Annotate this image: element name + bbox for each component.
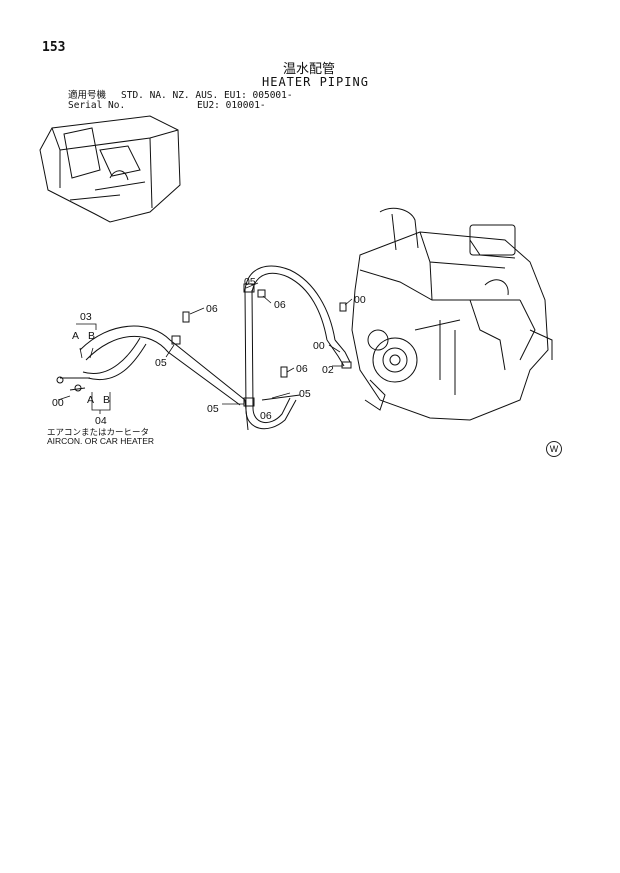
callout-03: 03	[80, 311, 92, 323]
serial-value: EU2: 010001-	[197, 100, 266, 111]
caption-en: AIRCON. OR CAR HEATER	[47, 436, 155, 446]
callout-02: 02	[322, 364, 334, 376]
callout-00-heater: 00	[52, 397, 64, 409]
callout-00-hose: 00	[313, 340, 325, 352]
callout-A-upper: A	[72, 330, 79, 342]
callout-B-upper: B	[88, 330, 95, 342]
callout-05-bottom-left: 05	[207, 403, 219, 415]
heater-hoses	[56, 265, 352, 431]
callout-04: 04	[95, 415, 107, 427]
caption-jp: エアコンまたはカーヒータ	[47, 428, 150, 438]
page-title-jp: 温水配管	[283, 62, 336, 77]
callout-06-right: 06	[296, 363, 308, 375]
machine-overview-sketch	[39, 115, 181, 223]
callout-A-lower: A	[87, 394, 94, 406]
callout-06-bottom: 06	[260, 410, 272, 422]
callout-B-lower: B	[103, 394, 110, 406]
watermark-icon: W	[546, 441, 562, 457]
page-number: 153	[42, 40, 66, 55]
callout-05-mid: 05	[155, 357, 167, 369]
callout-05-bottom-right: 05	[299, 388, 311, 400]
leader-lines	[57, 282, 353, 414]
page-title: HEATER PIPING	[262, 75, 369, 89]
callout-06-top: 06	[274, 299, 286, 311]
model-label: 適用号機	[68, 90, 107, 101]
callout-06-left: 06	[206, 303, 218, 315]
callout-00-engine: 00	[354, 294, 366, 306]
model-value: STD. NA. NZ. AUS. EU1: 005001-	[121, 90, 293, 101]
engine-block	[351, 207, 553, 421]
serial-label: Serial No.	[68, 100, 126, 111]
callout-05-top: 05	[244, 276, 256, 288]
